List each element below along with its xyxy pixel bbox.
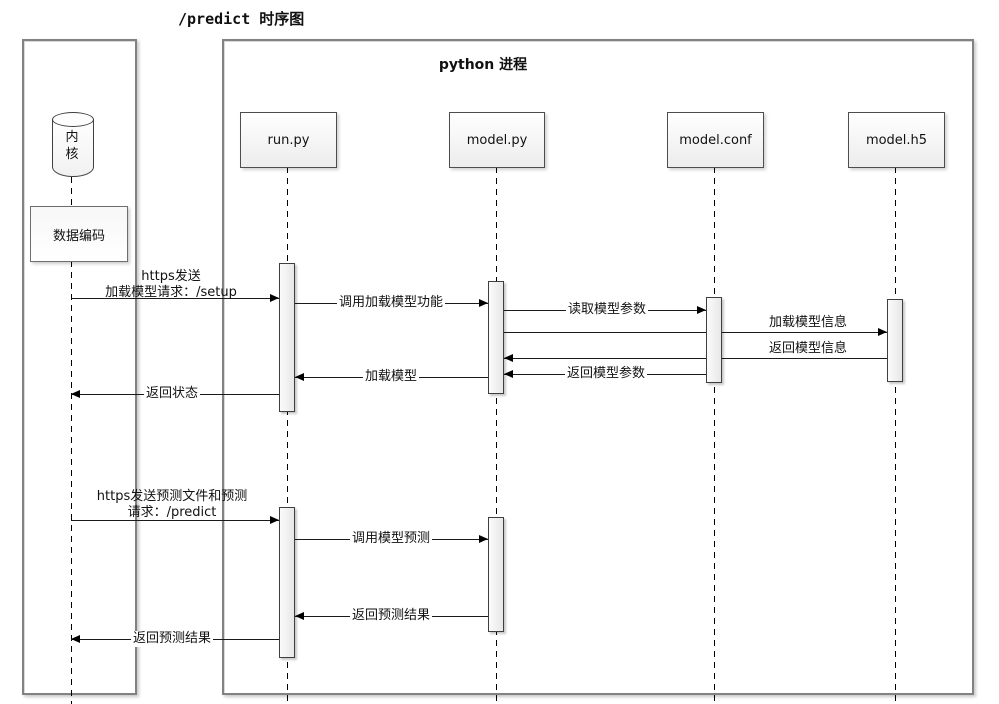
message-label: https发送 [141, 269, 201, 284]
arrowhead-left [504, 370, 513, 378]
kernel-frame [22, 39, 137, 695]
arrowhead-left [71, 390, 80, 398]
python-process-frame [222, 39, 974, 695]
python-process-frame-title: python 进程 [438, 57, 528, 73]
run-py-headbox: run.py [240, 112, 337, 168]
arrowhead-right [878, 328, 887, 336]
arrowhead-right [270, 294, 279, 302]
arrowhead-right [479, 299, 488, 307]
message-label: 加载模型 [362, 369, 420, 385]
model-h5-activation [887, 299, 903, 382]
data-encoder-box: 数据编码 [30, 206, 128, 262]
message-label: 读取模型参数 [565, 302, 649, 318]
arrowhead-left [295, 612, 304, 620]
model-conf-lifeline [714, 167, 715, 704]
model-py-lifeline [496, 167, 497, 704]
arrowhead-left [504, 354, 513, 362]
model-conf-label: model.conf [679, 132, 752, 148]
arrowhead-left [295, 373, 304, 381]
message-label: 返回预测结果 [130, 631, 214, 647]
message-label: 返回预测结果 [349, 608, 433, 624]
message-label: 调用模型预测 [349, 531, 433, 547]
model-py-activation-2 [488, 517, 504, 632]
model-py-label: model.py [466, 132, 528, 148]
run-py-activation-1 [279, 263, 295, 412]
message-label: 调用加载模型功能 [336, 295, 446, 311]
message-label: 返回状态 [143, 386, 201, 402]
kernel-lifeline-upper [71, 177, 72, 206]
data-encoder-label: 数据编码 [52, 228, 105, 244]
page-title: /predict 时序图 [178, 10, 305, 28]
kernel-lifeline [71, 261, 72, 704]
kernel-cylinder-top [52, 112, 94, 127]
model-py-headbox: model.py [449, 112, 545, 168]
model-h5-headbox: model.h5 [848, 112, 945, 168]
model-conf-activation [706, 297, 722, 383]
arrowhead-right [697, 306, 706, 314]
message-label: 加载模型信息 [768, 315, 848, 330]
run-py-label: run.py [267, 132, 310, 148]
message-label: 请求：/predict [127, 505, 217, 520]
message-label: 返回模型信息 [768, 341, 848, 356]
arrowhead-right [270, 516, 279, 524]
run-py-lifeline [287, 167, 288, 704]
kernel-cylinder-body [52, 119, 94, 177]
message-label: 返回模型参数 [564, 366, 648, 382]
arrowhead-left [71, 635, 80, 643]
arrowhead-right [479, 535, 488, 543]
model-py-activation-1 [488, 281, 504, 394]
model-conf-headbox: model.conf [667, 112, 764, 168]
run-py-activation-2 [279, 507, 295, 658]
message-label: https发送预测文件和预测 [96, 489, 248, 504]
message-label: 加载模型请求：/setup [105, 285, 237, 300]
model-h5-label: model.h5 [865, 132, 928, 148]
model-h5-lifeline [895, 167, 896, 704]
kernel-label: 内核 [65, 130, 79, 162]
